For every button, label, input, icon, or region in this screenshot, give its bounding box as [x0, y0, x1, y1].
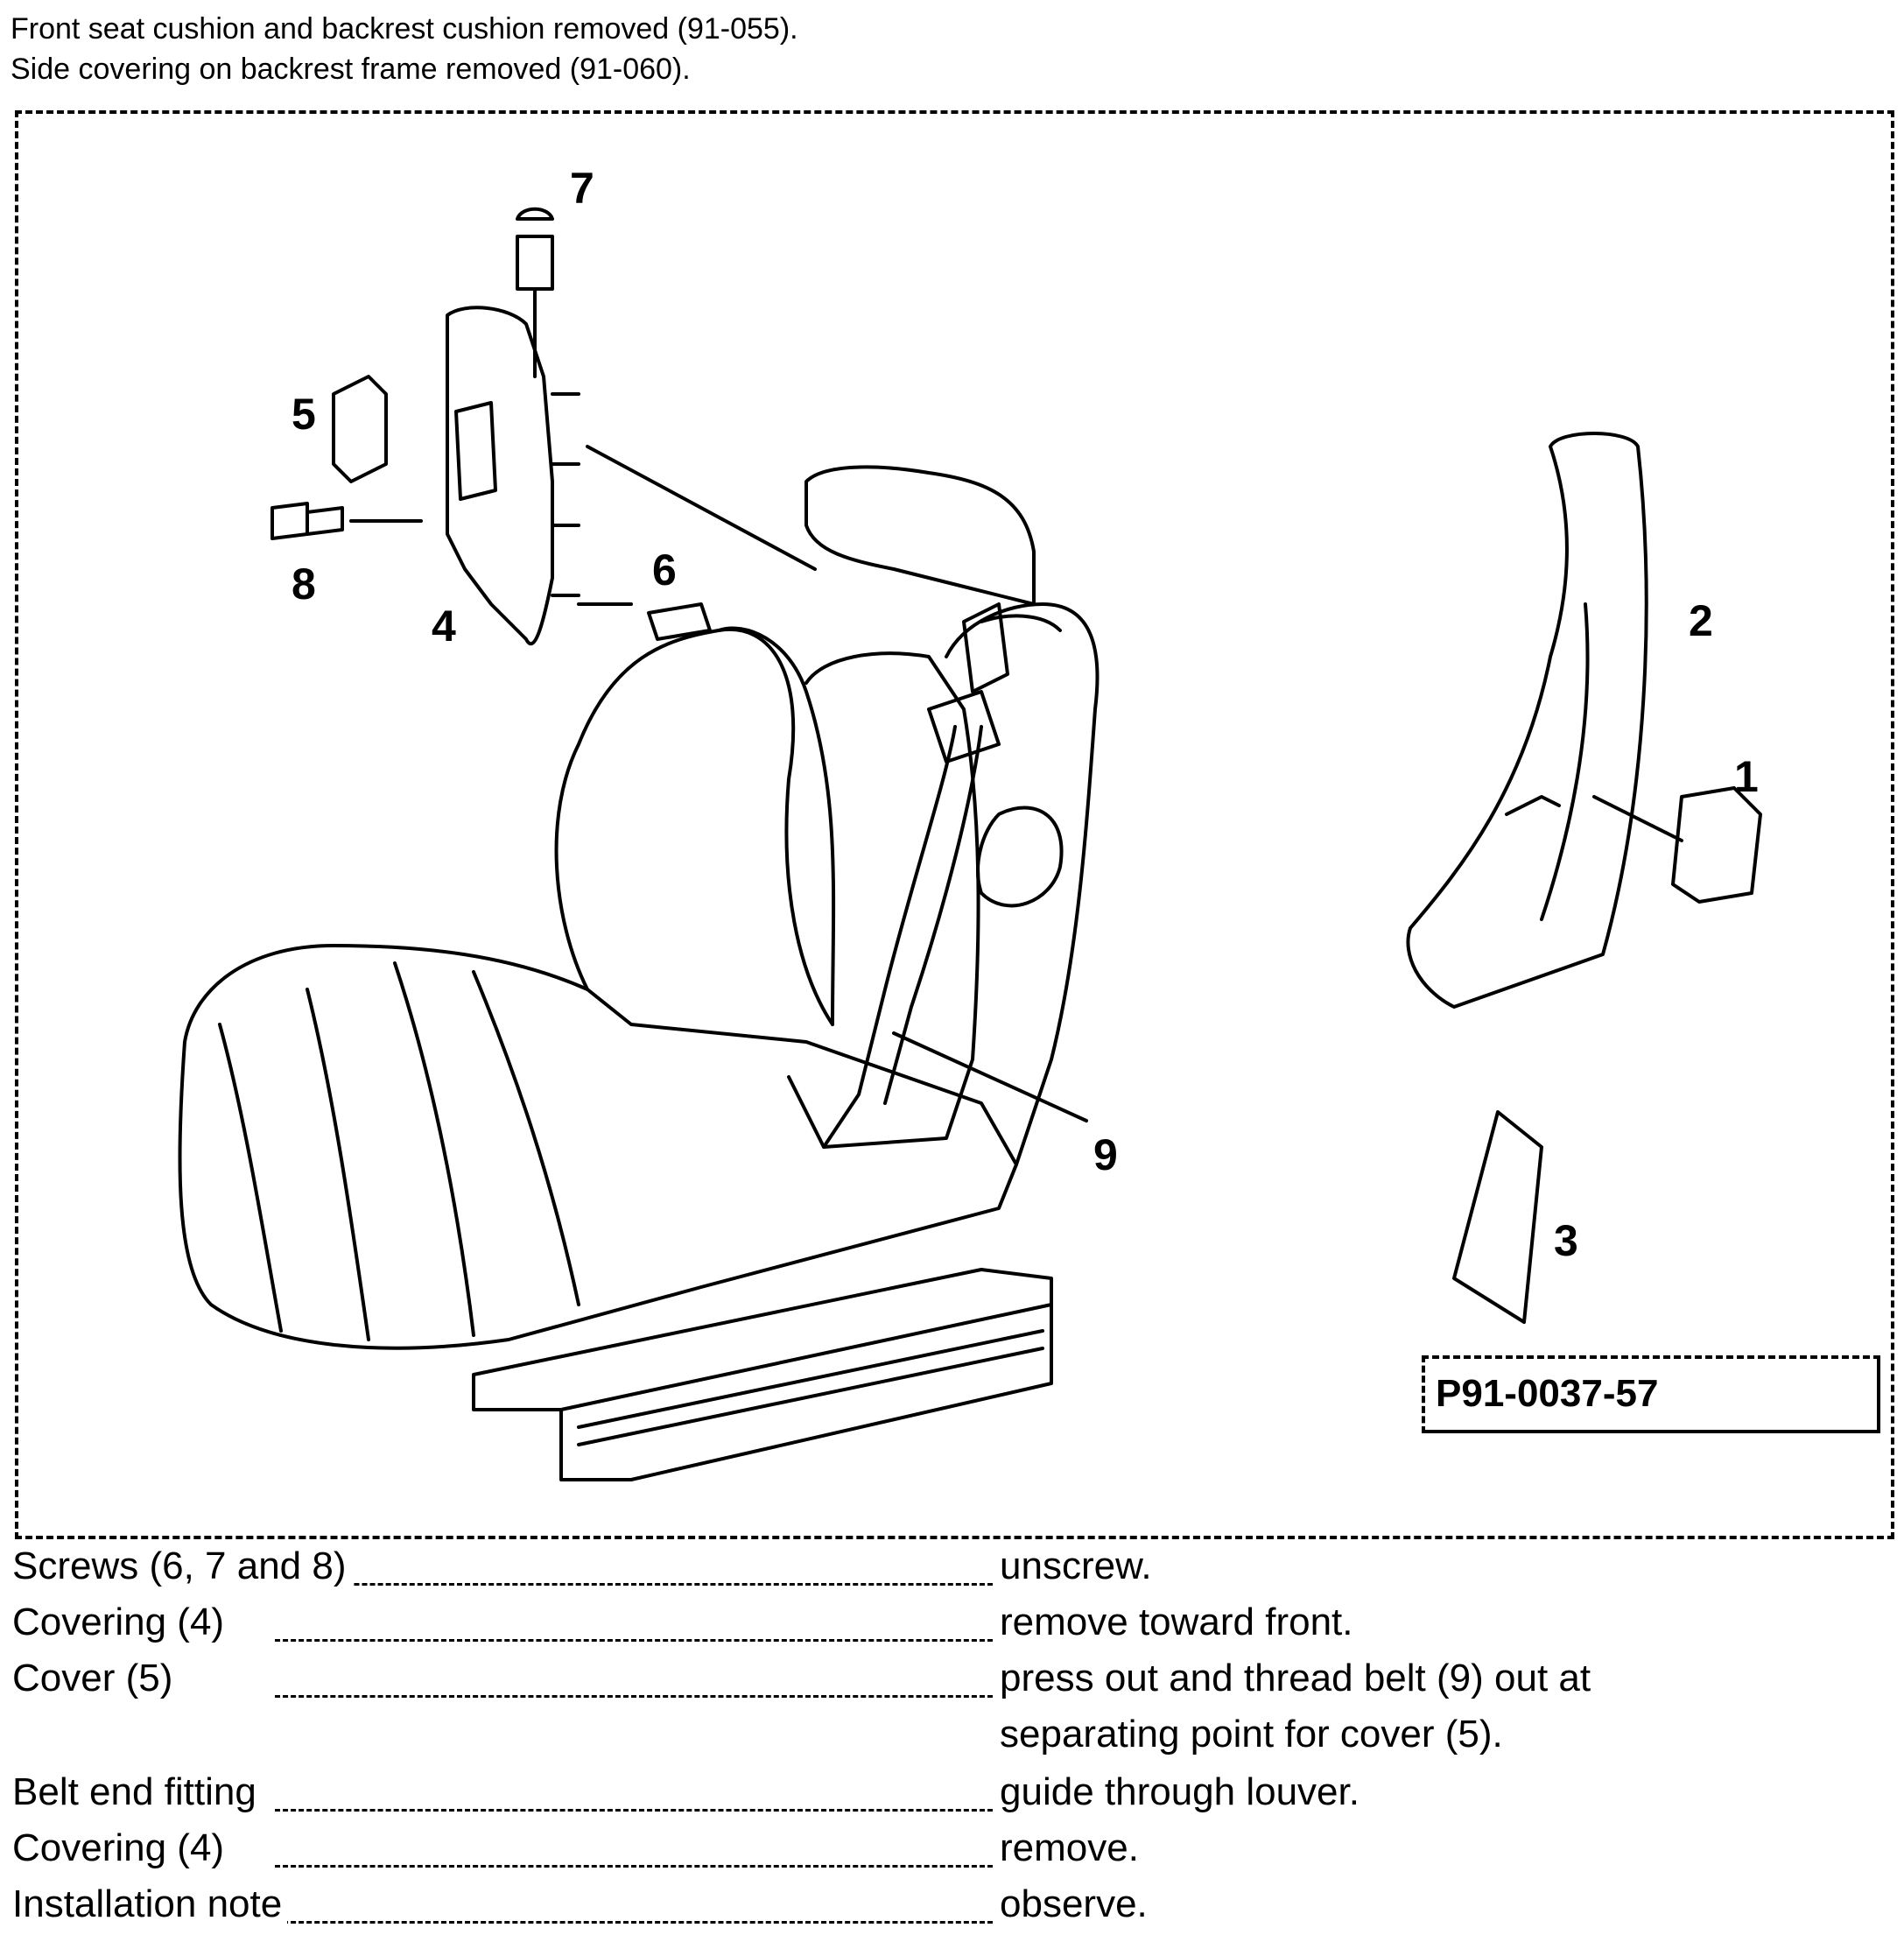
step-row: Installation note observe. — [12, 1882, 1886, 1938]
step-row: Cover (5) press out and thread belt (9) … — [12, 1657, 1886, 1713]
step-label: Screws (6, 7 and 8) — [12, 1544, 352, 1588]
callout-8: 8 — [292, 559, 316, 609]
prerequisite-note-1: Front seat cushion and backrest cushion … — [11, 12, 798, 46]
step-label: Cover (5) — [12, 1657, 179, 1700]
step-action: separating point for cover (5). — [1000, 1713, 1503, 1756]
figure-id: P91-0037-57 — [1422, 1355, 1880, 1433]
leader-line — [275, 1865, 993, 1868]
step-label: Belt end fitting — [12, 1770, 262, 1814]
callout-6: 6 — [652, 545, 677, 595]
step-action: observe. — [1000, 1882, 1148, 1925]
step-row: Belt end fitting guide through louver. — [12, 1770, 1886, 1826]
step-row: Covering (4) remove. — [12, 1826, 1886, 1882]
step-label: Covering (4) — [12, 1601, 230, 1644]
step-row: Covering (4) remove toward front. — [12, 1601, 1886, 1657]
exploded-view-figure: 7 5 8 4 6 2 1 9 3 — [15, 110, 1894, 1539]
callout-4: 4 — [432, 602, 456, 651]
step-action: press out and thread belt (9) out at — [1000, 1657, 1591, 1699]
leader-line — [275, 1583, 993, 1586]
header-notes: Front seat cushion and backrest cushion … — [11, 9, 798, 89]
step-label: Covering (4) — [12, 1826, 230, 1870]
step-action: remove. — [1000, 1826, 1139, 1869]
leader-line — [275, 1639, 993, 1642]
callout-3: 3 — [1554, 1216, 1578, 1265]
step-action: guide through louver. — [1000, 1770, 1359, 1813]
leader-line — [275, 1695, 993, 1698]
callout-5: 5 — [292, 390, 316, 439]
seat-illustration — [178, 207, 1762, 1481]
callout-7: 7 — [570, 164, 594, 213]
step-action: unscrew. — [1000, 1544, 1152, 1587]
step-row-continuation: separating point for cover (5). — [12, 1713, 1886, 1770]
prerequisite-note-2: Side covering on backrest frame removed … — [11, 53, 691, 86]
leader-line — [275, 1921, 993, 1924]
step-action: remove toward front. — [1000, 1601, 1353, 1643]
leader-line — [275, 1809, 993, 1812]
step-row: Screws (6, 7 and 8) unscrew. — [12, 1544, 1886, 1601]
callout-2: 2 — [1689, 596, 1713, 645]
procedure-steps: Screws (6, 7 and 8) unscrew. Covering (4… — [12, 1544, 1886, 1938]
callout-9: 9 — [1093, 1130, 1118, 1179]
step-label: Installation note — [12, 1882, 288, 1926]
callout-1: 1 — [1734, 752, 1759, 801]
